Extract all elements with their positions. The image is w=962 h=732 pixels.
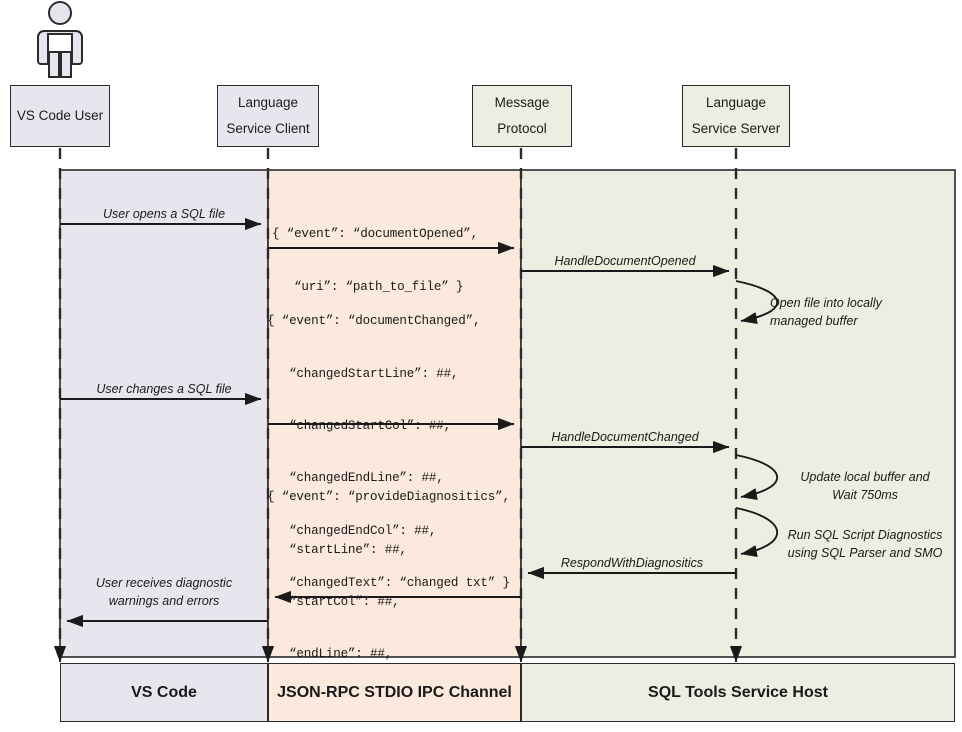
note-update-buffer-wait: Update local buffer and Wait 750ms [800, 470, 930, 503]
actor-vs-code-user-line-1: VS Code User [16, 108, 104, 124]
label-handle-document-opened: HandleDocumentOpened [554, 254, 696, 268]
note-open-file-into-buffer: Open file into locally managed buffer [770, 296, 882, 329]
legend-vs-code-label: VS Code [131, 683, 197, 701]
payload-document-changed: { “event”: “documentChanged”, “changedSt… [267, 314, 510, 591]
label-user-changes-sql-file: User changes a SQL file [96, 382, 232, 396]
actor-language-service-server-line-1: Language [705, 95, 767, 111]
vs-code-user-avatar-icon [37, 1, 83, 78]
actor-message-protocol-line-2: Protocol [497, 121, 547, 136]
note-run-sql-script-diagnostics: Run SQL Script Diagnostics using SQL Par… [787, 528, 943, 561]
actor-message-protocol[interactable]: Message Protocol [472, 85, 572, 147]
label-handle-document-changed: HandleDocumentChanged [551, 430, 699, 444]
actor-vs-code-user[interactable]: VS Code User [10, 85, 110, 147]
actor-language-service-client-line-2: Service Client [226, 121, 310, 136]
label-user-receives-diagnostics: User receives diagnostic warnings and er… [95, 576, 233, 609]
actor-language-service-client-line-1: Language [237, 95, 299, 111]
legend-ipc-channel-label: JSON-RPC STDIO IPC Channel [277, 683, 512, 701]
legend-ipc-channel[interactable]: JSON-RPC STDIO IPC Channel [268, 663, 521, 722]
label-respond-with-diagnostics: RespondWithDiagnositics [560, 556, 704, 570]
actor-language-service-client[interactable]: Language Service Client [217, 85, 319, 147]
band-service-host [520, 169, 956, 658]
legend-sql-tools-service-host[interactable]: SQL Tools Service Host [521, 663, 955, 722]
actor-language-service-server[interactable]: Language Service Server [682, 85, 790, 147]
label-user-opens-sql-file: User opens a SQL file [102, 207, 226, 221]
legend-vs-code[interactable]: VS Code [60, 663, 268, 722]
legend-sql-tools-service-host-label: SQL Tools Service Host [648, 683, 828, 701]
actor-message-protocol-line-1: Message [494, 95, 550, 111]
payload-document-opened: { “event”: “documentOpened”, “uri”: “pat… [272, 227, 479, 294]
actor-language-service-server-line-2: Service Server [691, 121, 781, 136]
